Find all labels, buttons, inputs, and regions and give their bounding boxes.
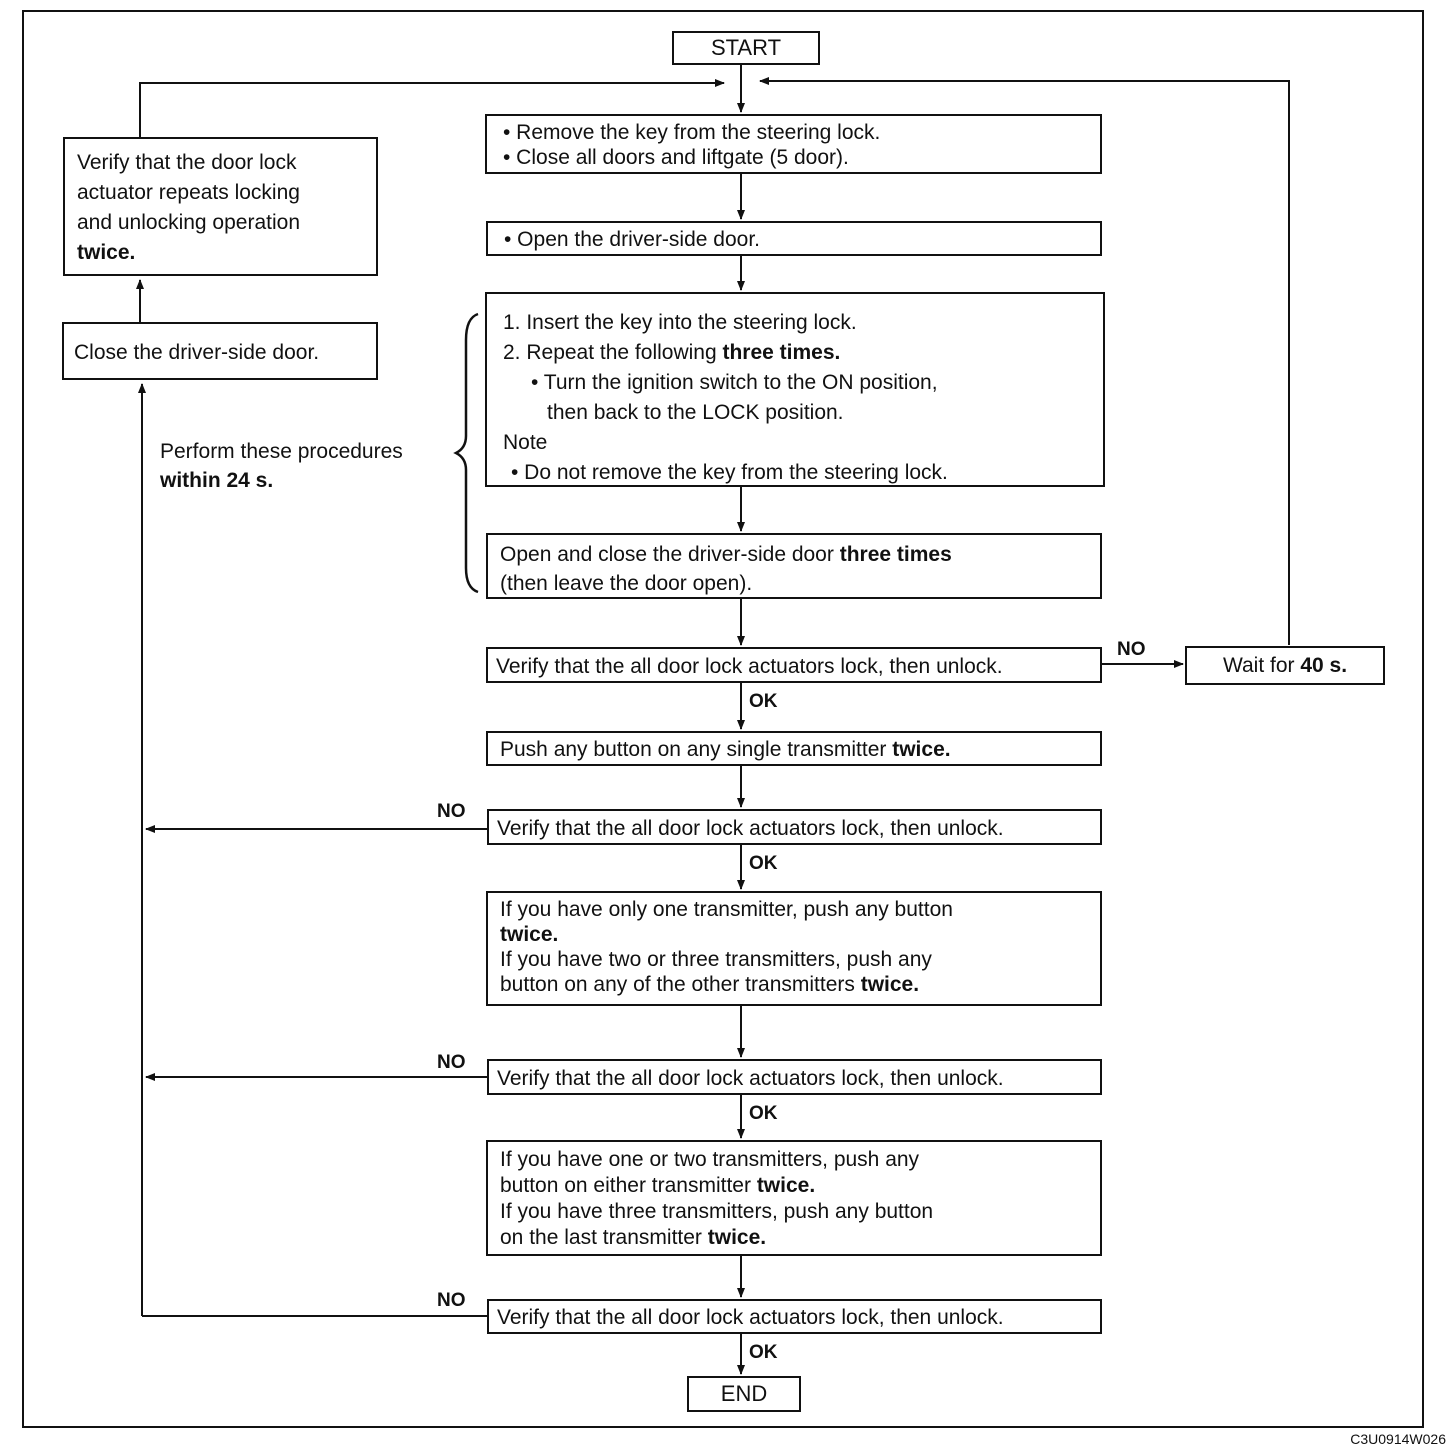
brace-note: Perform these procedures within 24 s. xyxy=(160,437,403,495)
close-door-text: Close the driver-side door. xyxy=(74,341,320,364)
push-any-button: Push any button on any single transmitte… xyxy=(486,731,1102,766)
push3-line1: If you have one or two transmitters, pus… xyxy=(500,1148,920,1171)
no-label-verify4: NO xyxy=(437,1290,466,1311)
end-label: END xyxy=(720,1381,768,1406)
push3-line4: on the last transmitter xyxy=(500,1226,708,1249)
left-verify-line3: and unlocking operation xyxy=(77,211,301,234)
ok-label-verify3: OK xyxy=(749,1103,778,1124)
step3-line1: 1. Insert the key into the steering lock… xyxy=(503,311,857,334)
no-label-verify2: NO xyxy=(437,801,466,822)
push3-line3: If you have three transmitters, push any… xyxy=(500,1200,934,1223)
left-verify-box: Verify that the door lock actuator repea… xyxy=(63,137,378,276)
ok-label-verify2: OK xyxy=(749,853,778,874)
step2-text: • Open the driver-side door. xyxy=(504,228,760,251)
push-second-transmitter: If you have only one transmitter, push a… xyxy=(486,891,1102,1006)
verify-3: Verify that the all door lock actuators … xyxy=(487,1059,1102,1095)
step3-note: Note xyxy=(503,431,548,454)
push2-line1: If you have only one transmitter, push a… xyxy=(500,898,953,921)
start-terminal: START xyxy=(672,31,820,65)
ok-label-verify1: OK xyxy=(749,691,778,712)
verify-2: Verify that the all door lock actuators … xyxy=(487,809,1102,845)
step-open-door: • Open the driver-side door. xyxy=(486,221,1102,256)
no-label-verify3: NO xyxy=(437,1052,466,1073)
push2-line4: button on any of the other transmitters xyxy=(500,973,861,996)
left-verify-line2: actuator repeats locking xyxy=(77,181,300,204)
loop-left-verify-to-top xyxy=(139,79,725,137)
step-open-close-door: Open and close the driver-side door thre… xyxy=(486,533,1102,599)
verify-4-text: Verify that the all door lock actuators … xyxy=(497,1306,1004,1329)
step4-line1-bold: three times xyxy=(839,543,952,566)
push-third-transmitter: If you have one or two transmitters, pus… xyxy=(486,1140,1102,1256)
step3-line3: • Turn the ignition switch to the ON pos… xyxy=(531,371,938,394)
push2-line3: If you have two or three transmitters, p… xyxy=(500,948,932,971)
push2-line2: twice. xyxy=(500,923,559,946)
step3-note-item: • Do not remove the key from the steerin… xyxy=(511,461,948,484)
verify-2-text: Verify that the all door lock actuators … xyxy=(497,817,1004,840)
wait-box: Wait for 40 s. xyxy=(1185,646,1385,685)
figure-code: C3U0914W026 xyxy=(1350,1431,1446,1447)
step-insert-key: 1. Insert the key into the steering lock… xyxy=(485,292,1105,487)
start-label: START xyxy=(710,35,782,60)
step1-line1: • Remove the key from the steering lock. xyxy=(503,121,881,144)
verify-4: Verify that the all door lock actuators … xyxy=(487,1299,1102,1334)
brace xyxy=(453,312,479,594)
verify-3-text: Verify that the all door lock actuators … xyxy=(497,1067,1004,1090)
push1-text: Push any button on any single transmitte… xyxy=(500,738,951,761)
verify-1-text: Verify that the all door lock actuators … xyxy=(496,655,1003,678)
step3-line2-bold: three times. xyxy=(722,341,841,364)
wait-text: Wait for 40 s. xyxy=(1222,653,1348,677)
step3-line4: then back to the LOCK position. xyxy=(547,401,844,424)
push3-line2: button on either transmitter xyxy=(500,1174,757,1197)
loop-wait-to-top xyxy=(759,77,1290,645)
no-label-verify1: NO xyxy=(1117,639,1146,660)
end-terminal: END xyxy=(687,1376,801,1412)
left-verify-line1: Verify that the door lock xyxy=(77,151,297,174)
diagram-frame xyxy=(22,10,1424,1428)
brace-note-line2: within 24 s. xyxy=(160,469,274,492)
ok-label-verify4: OK xyxy=(749,1342,778,1363)
step4-line2: (then leave the door open). xyxy=(500,572,753,595)
step-remove-key: • Remove the key from the steering lock.… xyxy=(485,114,1102,174)
step3-line2: 2. Repeat the following xyxy=(503,341,723,364)
close-door-box: Close the driver-side door. xyxy=(62,322,378,380)
step1-line2: • Close all doors and liftgate (5 door). xyxy=(503,146,849,169)
verify-1: Verify that the all door lock actuators … xyxy=(486,647,1102,683)
step4-line1: Open and close the driver-side door xyxy=(500,543,840,566)
brace-note-line1: Perform these procedures xyxy=(160,440,403,463)
left-verify-line4: twice. xyxy=(77,241,136,264)
